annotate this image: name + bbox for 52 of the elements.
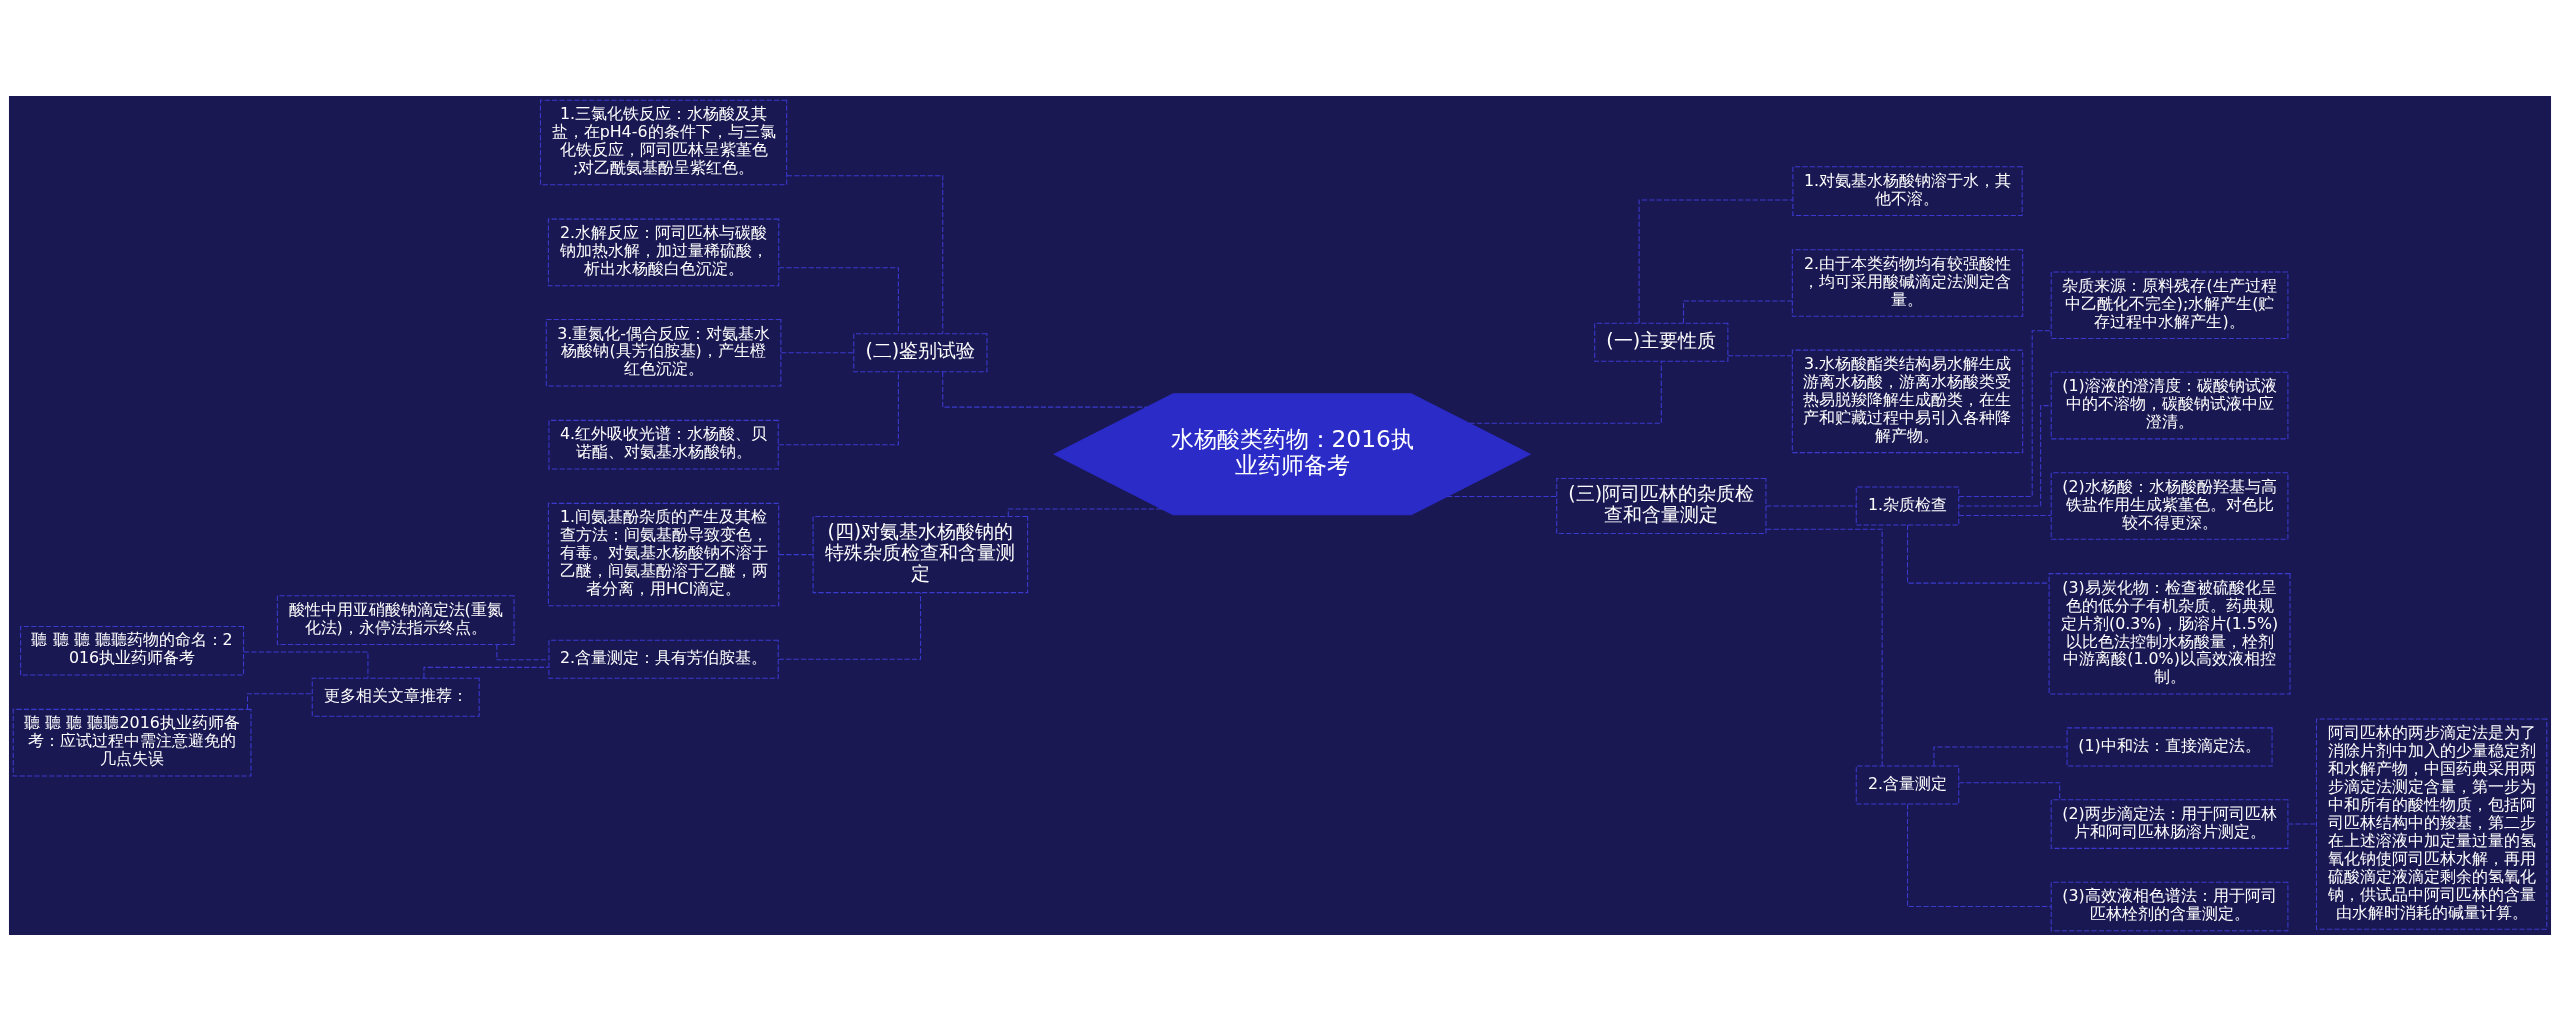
node-box: 1.三氯化铁反应：水杨酸及其盐，在pH4-6的条件下，与三氯化铁反应，阿司匹林呈紫堇色;对乙酰氨基酚呈紫红色。 bbox=[539, 99, 788, 185]
node-box: 聽 聽 聽 聽聽药物的命名：2016执业药师备考 bbox=[20, 625, 245, 676]
node-box: (3)高效液相色谱法：用于阿司匹林栓剂的含量测定。 bbox=[2050, 881, 2289, 931]
connector bbox=[1958, 514, 2052, 516]
connector bbox=[1468, 360, 1662, 424]
node-box: 3.重氮化-偶合反应：对氨基水杨酸钠(具芳伯胺基)，产生橙红色沉淀。 bbox=[545, 318, 782, 387]
node-box: (1)溶液的澄清度：碳酸钠试液中的不溶物，碳酸钠试液中应澄清。 bbox=[2050, 371, 2289, 439]
connector bbox=[1907, 803, 2052, 907]
node-box: 1.对氨基水杨酸钠溶于水，其他不溶。 bbox=[1792, 165, 2023, 216]
connector bbox=[1765, 504, 1857, 506]
connector bbox=[1446, 495, 1558, 497]
connector bbox=[778, 591, 922, 660]
connector bbox=[243, 651, 369, 678]
connector bbox=[778, 370, 899, 445]
node-box: 阿司匹林的两步滴定法是为了消除片剂中加入的少量稳定剂和水解产物，中国药典采用两步滴定法测定含量，第一步为中和所有的酸性物质，包括阿司匹林结构中的羧基，第二步在上述溶液中加定量过量的氢氧化钠使阿司匹林水解，再用硫酸滴定液滴定剩余的氢氧化钠，供试品中阿司匹林的含量由水解时消耗的碱量计算。 bbox=[2315, 717, 2548, 930]
connector bbox=[778, 553, 814, 555]
node-box: (三)阿司匹林的杂质检查和含量测定 bbox=[1556, 477, 1767, 534]
connector bbox=[778, 266, 899, 334]
connector bbox=[1682, 299, 1793, 324]
node-box: 1.杂质检查 bbox=[1855, 485, 1960, 526]
node-box: (二)鉴别试验 bbox=[853, 332, 988, 372]
connector bbox=[423, 666, 550, 679]
node-box: (2)水杨酸：水杨酸酚羟基与高铁盐作用生成紫堇色。对色比较不得更深。 bbox=[2050, 471, 2289, 540]
connector bbox=[1765, 528, 1883, 766]
connector bbox=[1958, 781, 2061, 800]
node-box: 更多相关文章推荐： bbox=[311, 677, 480, 717]
connector bbox=[1727, 354, 1793, 356]
node-box: 聽 聽 聽 聽聽2016执业药师备考：应试过程中需注意避免的几点失误 bbox=[12, 708, 252, 776]
node-box: 3.水杨酸酯类结构易水解生成游离水杨酸，游离水杨酸类受热易脱羧降解生成酚类，在生产和贮藏过程中易引入各种降解产物。 bbox=[1791, 349, 2024, 453]
node-box: 2.由于本类药物均有较强酸性，均可采用酸碱滴定法测定含量。 bbox=[1791, 248, 2024, 317]
node-box: 4.红外吸收光谱：水杨酸、贝诺酯、对氨基水杨酸钠。 bbox=[548, 419, 779, 470]
node-box: (3)易炭化物：检查被硫酸化呈色的低分子有机杂质。药典规定片剂(0.3%)，肠溶片(1.5%)以比色法控制水杨酸量，栓剂中游离酸(1.0%)以高效液相控制。 bbox=[2048, 572, 2291, 695]
node-box: 2.含量测定：具有芳伯胺基。 bbox=[548, 639, 779, 679]
connector bbox=[1907, 524, 2050, 584]
connector bbox=[1933, 745, 2068, 766]
node-box: 2.含量测定 bbox=[1855, 764, 1960, 804]
connector bbox=[780, 351, 854, 353]
node-box: 酸性中用亚硝酸钠滴定法(重氮化法)，永停法指示终点。 bbox=[276, 594, 515, 645]
node-box: (2)两步滴定法：用于阿司匹林片和阿司匹林肠溶片测定。 bbox=[2050, 798, 2289, 849]
node-box: (一)主要性质 bbox=[1594, 322, 1729, 362]
connector bbox=[786, 174, 944, 334]
connector bbox=[1638, 199, 1794, 324]
node-box: (1)中和法：直接滴定法。 bbox=[2066, 726, 2273, 766]
node-box: 2.水解反应：阿司匹林与碳酸钠加热水解，加过量稀硫酸，析出水杨酸白色沉淀。 bbox=[547, 218, 780, 286]
connector bbox=[2287, 823, 2317, 825]
connector bbox=[496, 643, 550, 660]
connector bbox=[1958, 404, 2052, 506]
node-box: 1.间氨基酚杂质的产生及其检查方法：间氨基酚导致变色，有毒。对氨基水杨酸钠不溶于乙醚，间氨基酚溶于乙醚，两者分离，用HCl滴定。 bbox=[547, 502, 780, 606]
connector bbox=[942, 371, 1148, 408]
node-box: 杂质来源：原料残存(生产过程中乙酰化不完全);水解产生(贮存过程中水解产生)。 bbox=[2050, 270, 2289, 339]
node-box: (四)对氨基水杨酸钠的特殊杂质检查和含量测定 bbox=[812, 515, 1029, 593]
connector bbox=[1007, 507, 1162, 517]
